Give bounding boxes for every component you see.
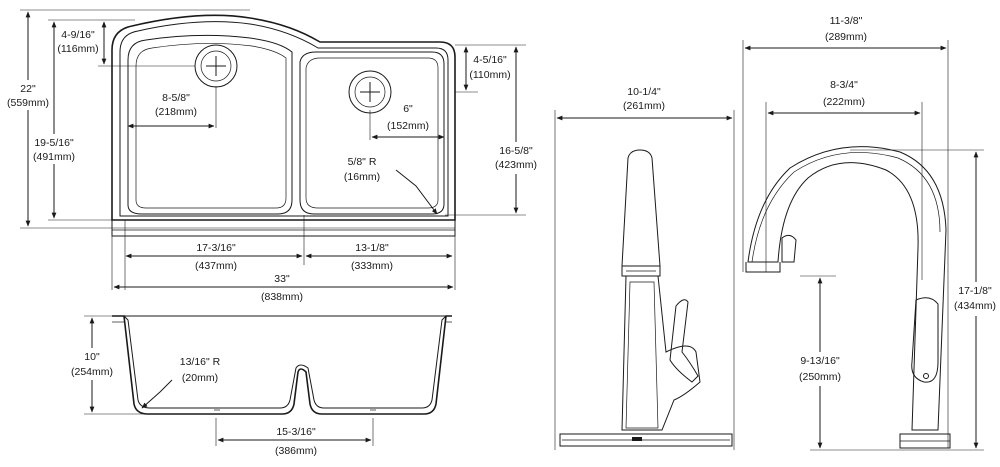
sink-outline (111, 14, 456, 221)
section-depth-mm: (254mm) (71, 366, 113, 378)
faucet-handle (669, 299, 699, 383)
overall-height-in: 17-1/8" (958, 285, 992, 297)
right-bowl-width-in: 13-1/8" (355, 242, 389, 254)
spout-reach-mm: (222mm) (823, 96, 865, 108)
left-drain-center-in: 8-5/8" (162, 92, 190, 104)
overall-width-mm: (838mm) (261, 291, 303, 303)
drain-spacing-in: 15-3/16" (276, 426, 316, 438)
spout-clearance-mm: (250mm) (799, 371, 841, 383)
faucet-body (621, 275, 701, 431)
right-drain-offset-in: 4-5/16" (473, 54, 507, 66)
left-bowl-inner (135, 43, 287, 209)
left-drain-offset-mm: (116mm) (57, 43, 98, 55)
left-bowl-width-in: 17-3/16" (196, 242, 236, 254)
faucet-handle-side (911, 297, 939, 383)
faucet-base-side (899, 433, 951, 449)
overall-width-in: 33" (274, 273, 290, 285)
corner-radius-mm: (16mm) (344, 171, 380, 183)
sink-top-view: 22" (559mm) 19-5/16" (491mm) 4-9/16" (11… (7, 9, 540, 303)
deck-plate (559, 433, 733, 447)
right-drain (348, 70, 392, 114)
overall-depth-mm: (559mm) (7, 97, 49, 109)
left-bowl-outline (127, 34, 293, 215)
right-bowl-depth-in: 16-5/8" (499, 145, 533, 157)
faucet-width-mm: (261mm) (623, 100, 665, 112)
overall-reach-mm: (289mm) (825, 31, 867, 43)
left-bowl-depth-in: 19-5/16" (34, 137, 74, 149)
bottom-radius-mm: (20mm) (182, 372, 218, 384)
sink-section-view: 10" (254mm) 13/16" R (20mm) 15-3/16" (38… (66, 315, 452, 457)
right-bowl-inner (305, 57, 439, 209)
right-bowl-depth-mm: (423mm) (495, 159, 537, 171)
section-outline (112, 315, 452, 415)
faucet-width-in: 10-1/4" (627, 86, 661, 98)
spout-clearance-in: 9-13/16" (800, 355, 840, 367)
overall-depth-in: 22" (20, 83, 36, 95)
gooseneck-spout (747, 146, 947, 431)
spray-head (621, 149, 661, 267)
overall-height-mm: (434mm) (954, 300, 996, 312)
left-drain-center-mm: (218mm) (155, 106, 197, 118)
sink-rim (119, 21, 449, 217)
corner-radius-in: 5/8" R (348, 156, 377, 168)
spray-head-side (745, 262, 781, 273)
drain-spacing-mm: (386mm) (275, 445, 317, 457)
overall-reach-in: 11-3/8" (830, 15, 863, 27)
faucet-side-view: 11-3/8" (289mm) 8-3/4" (222mm) 17-1/8" (… (742, 15, 999, 451)
corner-radius-leader (395, 169, 438, 215)
right-bowl-width-mm: (333mm) (351, 260, 393, 272)
section-inner (123, 315, 447, 409)
spout-reach-in: 8-3/4" (830, 79, 858, 91)
section-depth-in: 10" (84, 351, 100, 363)
left-bowl-depth-mm: (491mm) (33, 151, 75, 163)
left-drain-offset-in: 4-9/16" (61, 29, 95, 41)
right-bowl-outline (299, 51, 445, 215)
bottom-radius-in: 13/16" R (180, 356, 221, 368)
bottom-radius-leader (141, 379, 173, 409)
left-drain (194, 44, 238, 88)
left-bowl-width-mm: (437mm) (195, 260, 237, 272)
right-drain-center-in: 6" (403, 103, 413, 115)
right-drain-offset-mm: (110mm) (469, 69, 510, 81)
faucet-front-view: 10-1/4" (261mm) (554, 86, 735, 450)
right-drain-center-mm: (152mm) (387, 120, 429, 132)
